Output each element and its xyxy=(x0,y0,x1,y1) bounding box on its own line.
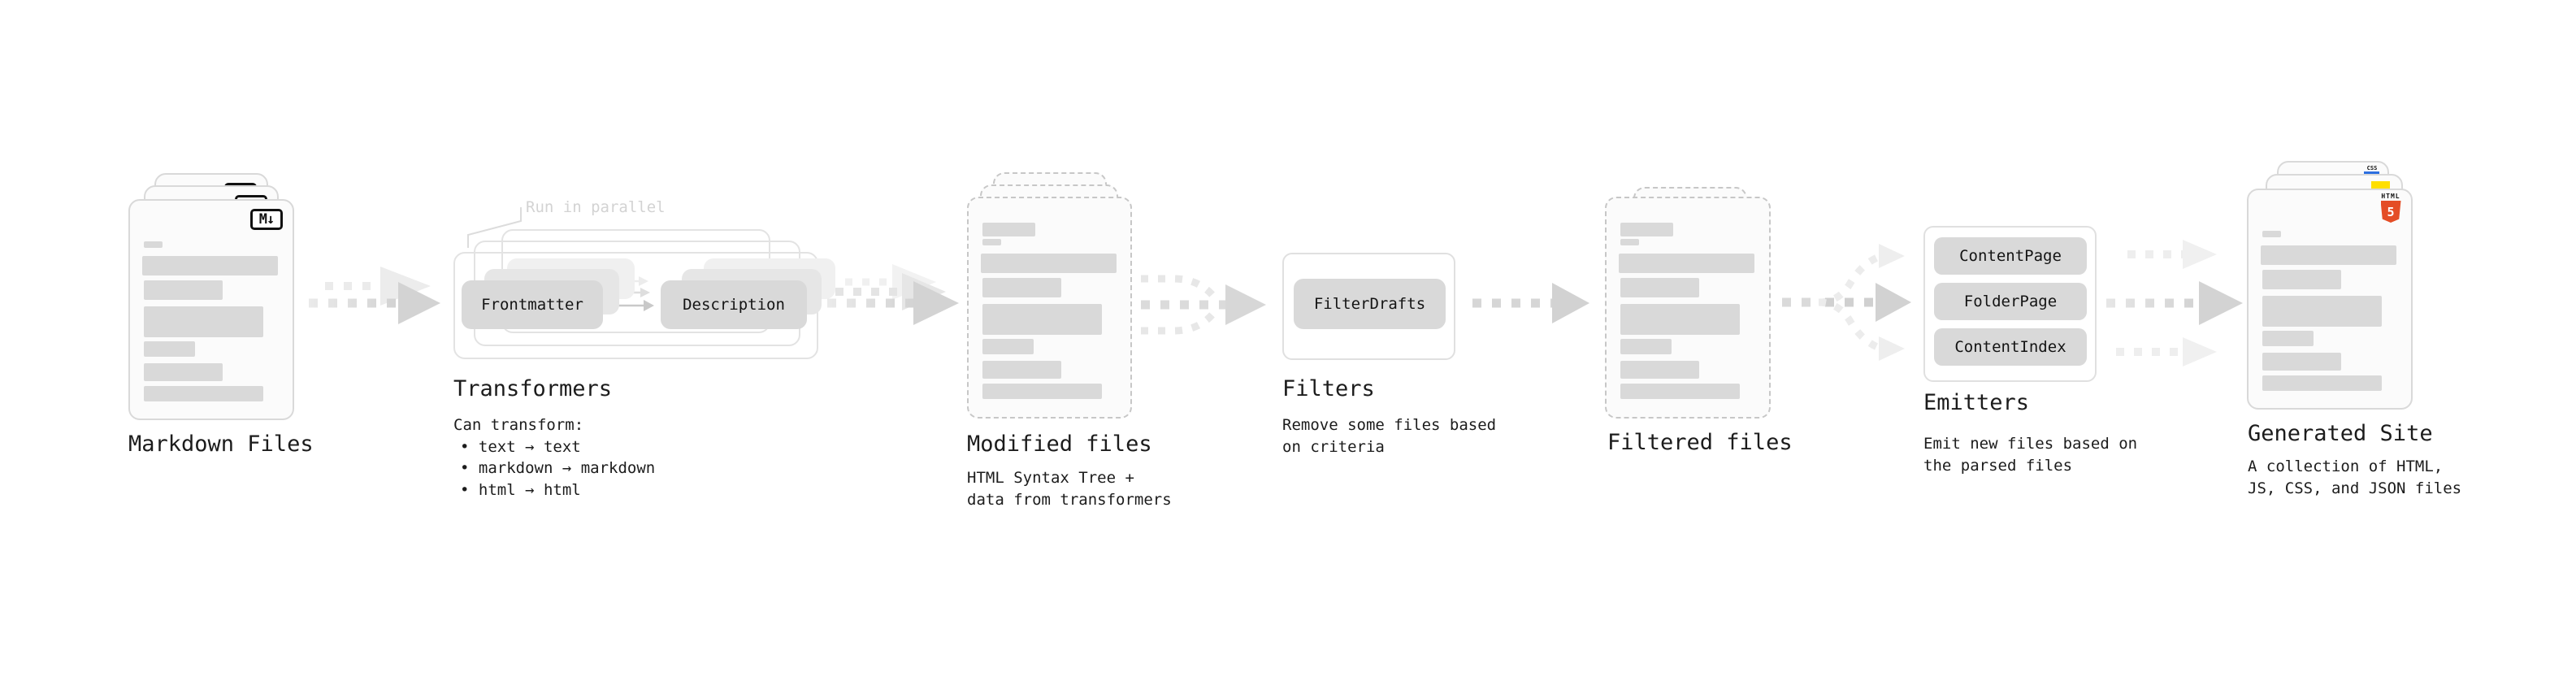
transformer-bullet: • text → text xyxy=(460,437,581,456)
desc-line: JS, CSS, and JSON files xyxy=(2248,479,2462,497)
transformers-desc-title: Can transform: xyxy=(453,416,584,434)
transformers-label: Transformers xyxy=(453,376,613,401)
arrows-emitters-to-generated xyxy=(2106,240,2243,367)
html5-icon: HTML 5 xyxy=(2379,193,2402,223)
document-card: M↓ xyxy=(128,199,294,420)
run-in-parallel-leader-line xyxy=(467,207,522,248)
arrow-markdown-to-transformers xyxy=(309,267,440,324)
desc-line: HTML Syntax Tree + xyxy=(967,469,1134,487)
filterdrafts-pill: FilterDrafts xyxy=(1294,279,1446,329)
markdown-files-label: Markdown Files xyxy=(128,432,314,457)
css-icon: CSS xyxy=(2364,166,2380,174)
markdown-icon: M↓ xyxy=(250,209,283,230)
contentindex-pill: ContentIndex xyxy=(1934,328,2087,366)
description-pill: Description xyxy=(661,280,807,329)
modified-files-label: Modified files xyxy=(967,432,1152,457)
filters-description: Remove some files based on criteria xyxy=(1282,414,1496,458)
arrow-modified-to-filters xyxy=(1141,275,1266,335)
modified-files-description: HTML Syntax Tree + data from transformer… xyxy=(967,467,1172,510)
filters-label: Filters xyxy=(1282,376,1375,401)
emitters-label: Emitters xyxy=(1923,390,2030,415)
desc-line: on criteria xyxy=(1282,437,1385,456)
emitters-description: Emit new files based on the parsed files xyxy=(1923,433,2137,476)
arrow-filtered-to-emitters-split xyxy=(1782,244,1911,361)
generated-site-description: A collection of HTML, JS, CSS, and JSON … xyxy=(2248,456,2461,499)
desc-line: A collection of HTML, xyxy=(2248,458,2444,475)
desc-line: Emit new files based on xyxy=(1923,435,2138,453)
arrow-transformers-to-modified xyxy=(827,264,959,325)
frontmatter-pill: Frontmatter xyxy=(462,280,603,329)
folderpage-pill: FolderPage xyxy=(1934,283,2087,320)
generated-site-label: Generated Site xyxy=(2248,421,2433,446)
document-card-dashed xyxy=(967,197,1132,419)
contentpage-pill: ContentPage xyxy=(1934,237,2087,275)
document-card-dashed xyxy=(1605,197,1771,419)
desc-line: Remove some files based xyxy=(1282,416,1497,434)
desc-line: data from transformers xyxy=(967,490,1172,509)
document-card: HTML 5 xyxy=(2247,189,2413,410)
transformer-bullet: • html → html xyxy=(460,480,581,499)
transformer-bullet: • markdown → markdown xyxy=(460,459,656,477)
arrow-filters-to-filtered xyxy=(1472,283,1589,323)
filtered-files-label: Filtered files xyxy=(1607,430,1793,455)
run-in-parallel-note: Run in parallel xyxy=(526,198,666,216)
transformers-description: Can transform: • text → text • markdown … xyxy=(453,414,655,501)
desc-line: the parsed files xyxy=(1923,456,2073,475)
javascript-icon xyxy=(2371,181,2390,189)
